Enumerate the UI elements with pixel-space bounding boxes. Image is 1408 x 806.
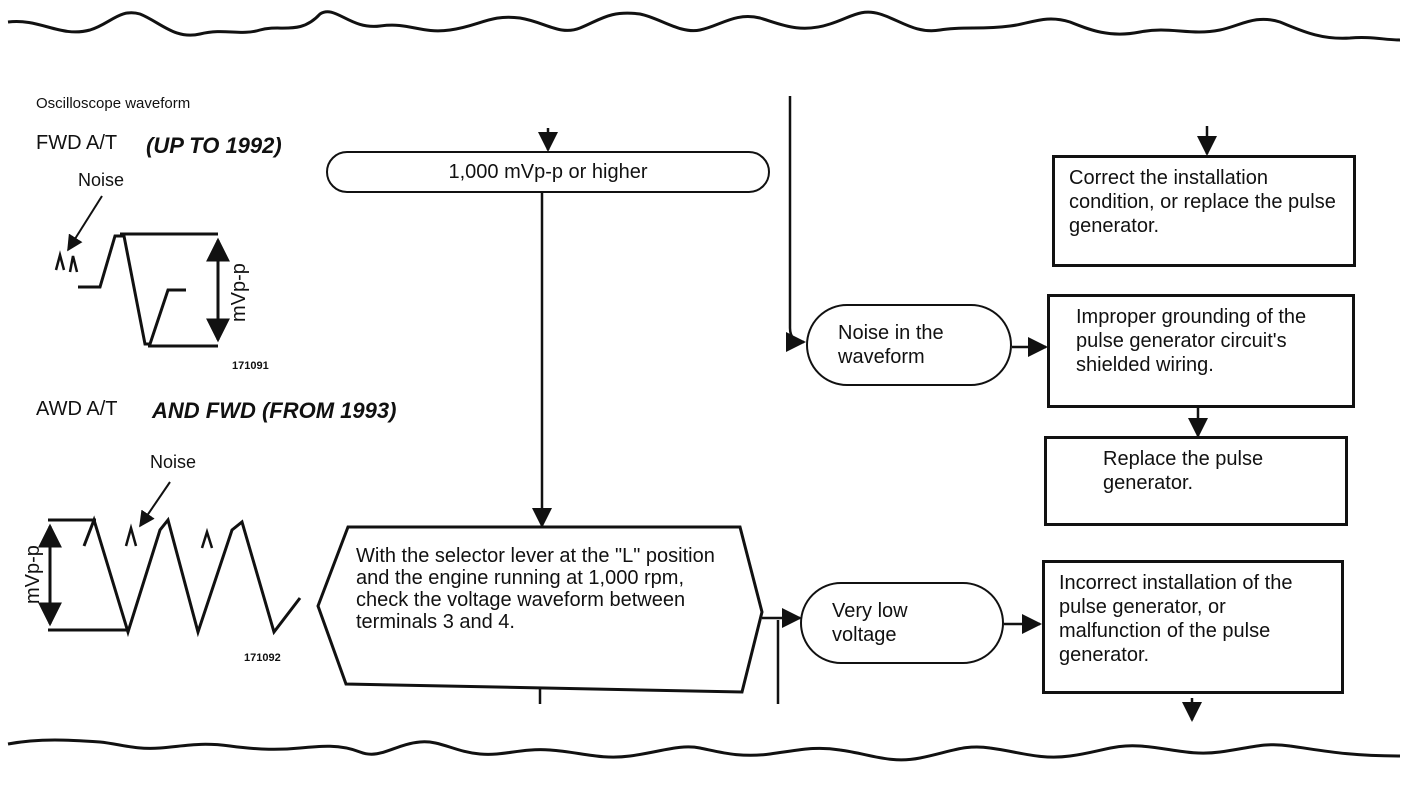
fwd-label: FWD A/T xyxy=(36,132,118,154)
check-text: With the selector lever at the "L" posit… xyxy=(356,545,715,633)
improper-ground-box: Improper grounding of the pulse generato… xyxy=(1047,294,1355,408)
check-box-outline xyxy=(316,525,764,694)
replace-text: Replace the pulse generator. xyxy=(1103,448,1264,494)
awd-figure-id: 171092 xyxy=(244,652,281,664)
low-voltage-node: Very low voltage xyxy=(800,582,1004,664)
low-voltage-text: Very low voltage xyxy=(832,600,908,646)
fwd-axis-label: mVp-p xyxy=(228,263,250,322)
oscilloscope-caption: Oscilloscope waveform xyxy=(36,95,191,112)
improper-ground-text: Improper grounding of the pulse generato… xyxy=(1076,306,1307,376)
flow-connectors xyxy=(532,96,1217,722)
awd-label: AWD A/T xyxy=(36,398,118,420)
fwd-noise-label: Noise xyxy=(78,170,125,190)
awd-qualifier: AND FWD (FROM 1993) xyxy=(152,398,397,423)
threshold-text: 1,000 mVp-p or higher xyxy=(448,161,648,183)
correct-install-box: Correct the installation condition, or r… xyxy=(1052,155,1356,267)
torn-edge-bottom xyxy=(7,738,1401,762)
awd-waveform xyxy=(38,481,302,638)
torn-edge-top xyxy=(7,10,1401,42)
awd-axis-label: mVp-p xyxy=(22,545,44,604)
noise-condition-node: Noise in the waveform xyxy=(806,304,1012,386)
fwd-figure-id: 171091 xyxy=(232,360,269,372)
correct-install-text: Correct the installation condition, or r… xyxy=(1069,167,1336,237)
incorrect-install-box: Incorrect installation of the pulse gene… xyxy=(1042,560,1344,694)
fwd-qualifier: (UP TO 1992) xyxy=(146,133,282,158)
noise-condition-text: Noise in the waveform xyxy=(838,322,944,368)
threshold-node: 1,000 mVp-p or higher xyxy=(326,151,770,193)
awd-noise-label: Noise xyxy=(150,452,197,472)
replace-box: Replace the pulse generator. xyxy=(1044,436,1348,526)
fwd-waveform xyxy=(54,195,230,348)
incorrect-install-text: Incorrect installation of the pulse gene… xyxy=(1059,572,1293,666)
